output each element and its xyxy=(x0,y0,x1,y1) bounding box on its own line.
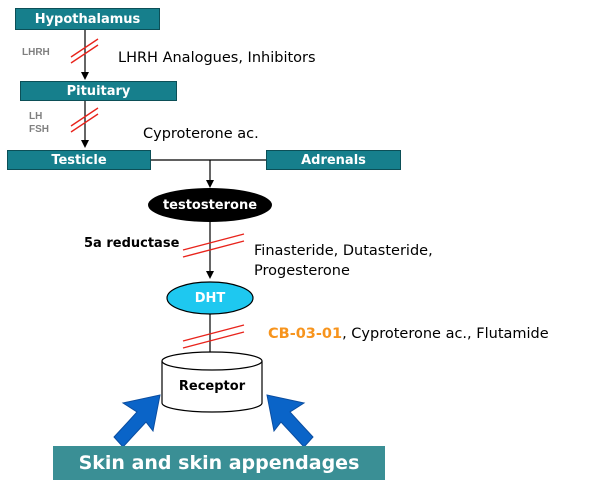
testicle-box: Testicle xyxy=(7,150,151,170)
receptor-blockers-rest: , Cyproterone ac., Flutamide xyxy=(342,326,549,342)
pituitary-label: Pituitary xyxy=(66,83,131,99)
hypothalamus-box: Hypothalamus xyxy=(15,8,160,30)
cb-03-01-highlight: CB-03-01 xyxy=(268,326,343,342)
skin-banner: Skin and skin appendages xyxy=(53,446,385,480)
testosterone-label: testosterone xyxy=(162,197,258,213)
finasteride-text-line1: Finasteride, Dutasteride, xyxy=(254,243,433,259)
receptor-blockers-text: CB-03-01, Cyproterone ac., Flutamide xyxy=(268,325,549,343)
lhrh-analogues-text: LHRH Analogues, Inhibitors xyxy=(118,50,316,66)
skin-banner-label: Skin and skin appendages xyxy=(78,452,360,474)
fsh-label: FSH xyxy=(29,124,49,135)
reductase-label: 5a reductase xyxy=(84,236,180,251)
blue-arrow-right xyxy=(266,394,314,448)
dht-label: DHT xyxy=(194,290,226,306)
inhibition-mark-reductase xyxy=(182,233,245,258)
cyproterone-text: Cyproterone ac. xyxy=(143,126,259,142)
blue-arrow-left xyxy=(113,394,161,448)
receptor-cylinder xyxy=(161,351,263,413)
adrenals-label: Adrenals xyxy=(301,152,366,168)
inhibition-mark-receptor xyxy=(182,324,245,349)
testosterone-oval xyxy=(148,188,272,222)
receptor-label: Receptor xyxy=(178,378,246,394)
testicle-label: Testicle xyxy=(51,152,107,168)
lhrh-label: LHRH xyxy=(22,47,50,58)
pituitary-box: Pituitary xyxy=(20,81,177,101)
inhibition-mark-lh-fsh xyxy=(70,107,99,133)
inhibition-mark-lhrh xyxy=(70,38,99,64)
hypothalamus-label: Hypothalamus xyxy=(34,11,141,27)
adrenals-box: Adrenals xyxy=(266,150,401,170)
lh-label: LH xyxy=(29,111,43,122)
finasteride-text-line2: Progesterone xyxy=(254,263,350,279)
